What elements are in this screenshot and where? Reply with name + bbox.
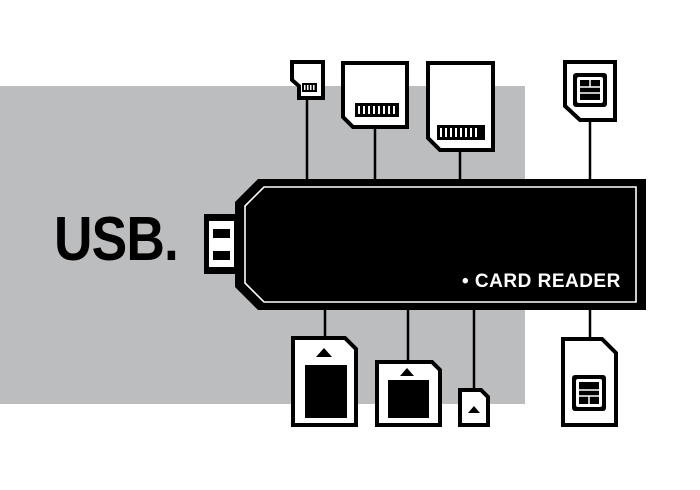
sd-card-icon [426, 61, 495, 152]
micro-card-icon [458, 388, 490, 427]
micro-sd-card-icon [290, 60, 325, 100]
card-reader-label: • CARD READER [462, 271, 621, 292]
sim-card-icon [563, 60, 617, 122]
connector-lines [305, 98, 592, 390]
sd-card-icon [341, 61, 409, 129]
card-reader-body [235, 179, 646, 310]
usb-plug-icon [204, 214, 240, 274]
memory-stick-icon [291, 336, 358, 427]
sim-card-icon [561, 337, 618, 427]
xd-card-icon [375, 360, 442, 427]
usb-title: USB. [54, 205, 179, 274]
